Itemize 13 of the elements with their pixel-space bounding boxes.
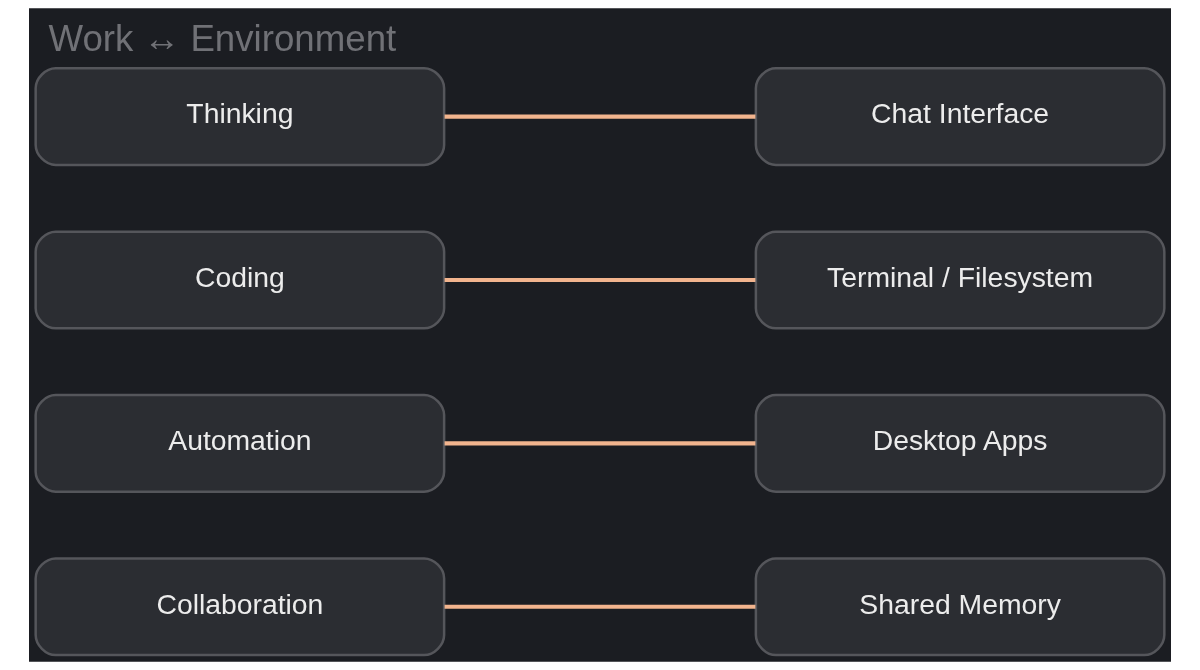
node-box: Terminal / Filesystem [754,230,1166,330]
node-box: Automation [34,393,446,493]
connector [444,114,756,119]
node-box: Coding [34,230,446,330]
node-box: Desktop Apps [754,393,1166,493]
connector [444,604,756,609]
connector [444,441,756,446]
node-box: Collaboration [34,557,446,657]
node-box: Chat Interface [754,67,1166,167]
connector [444,277,756,283]
node-box: Shared Memory [754,557,1166,657]
diagram-title: Work ↔ Environment [48,17,397,59]
node-box: Thinking [34,67,446,167]
